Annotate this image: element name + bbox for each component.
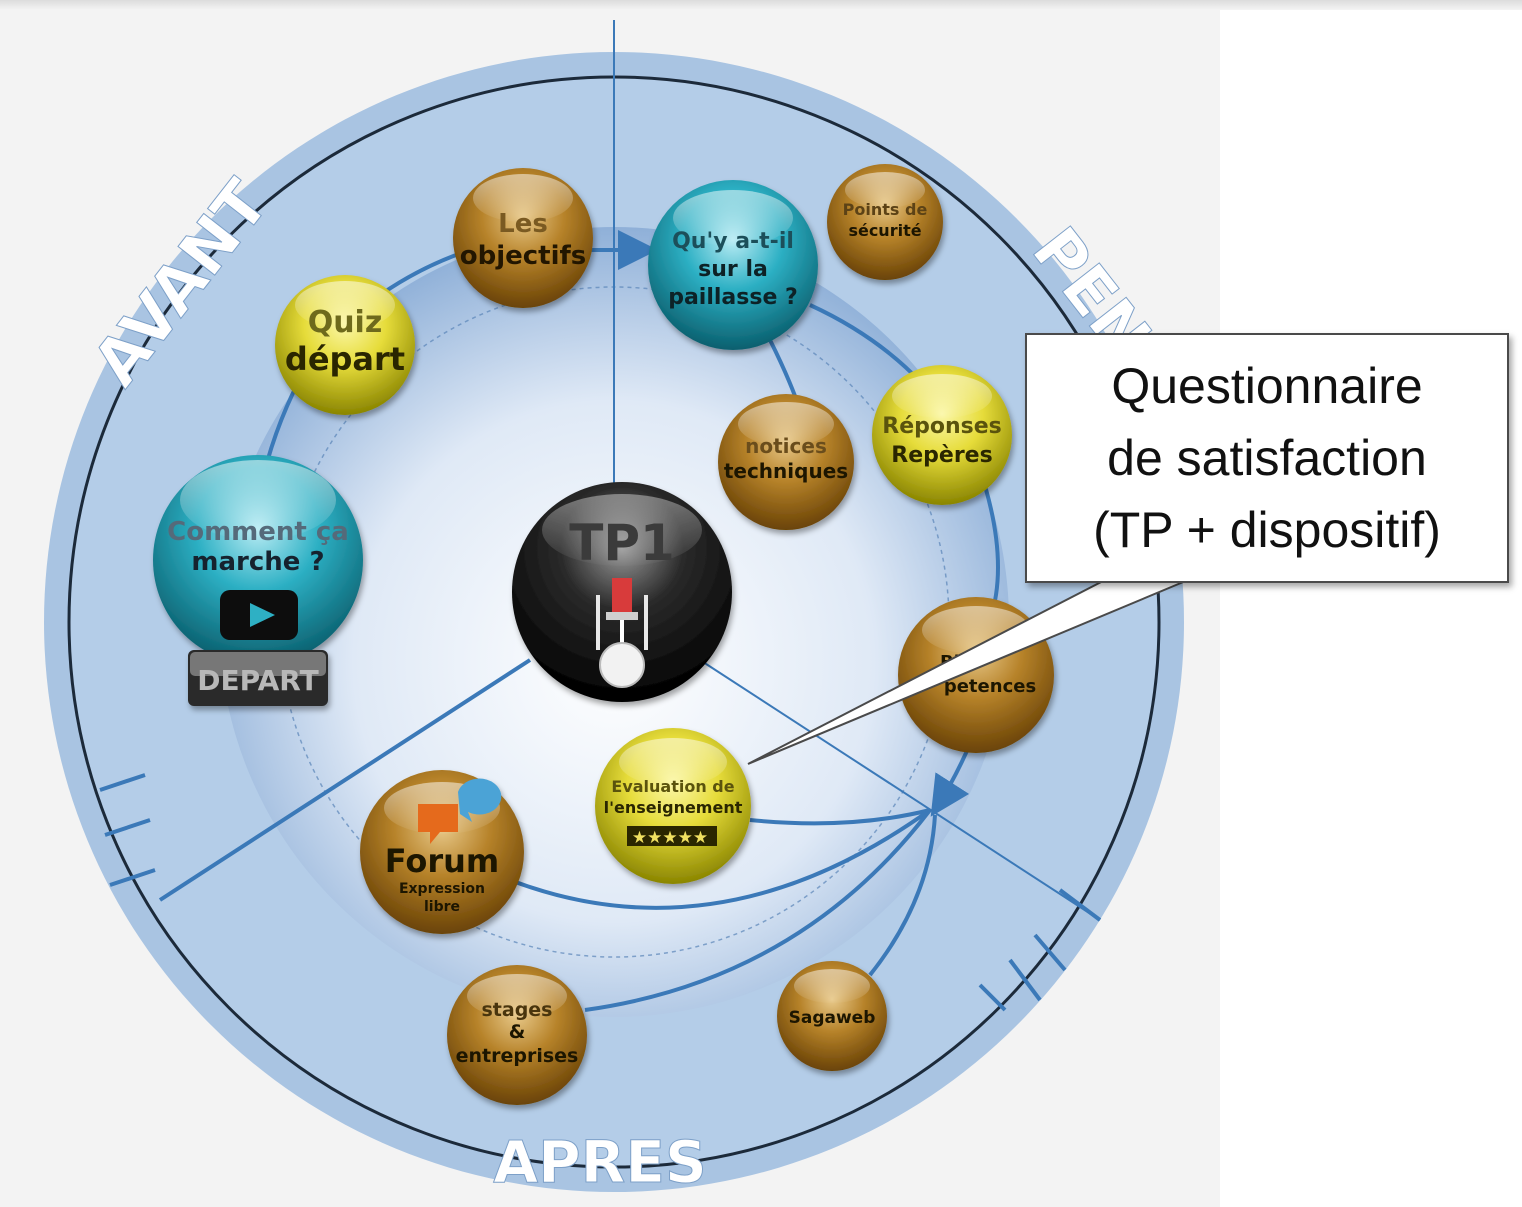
notices-line1: notices (745, 434, 827, 458)
objectifs-line2: objectifs (460, 241, 587, 271)
bilan-line2: petences (944, 676, 1036, 697)
comment-line1: Comment ça (167, 517, 349, 547)
rating-bar (627, 826, 717, 846)
divider-right (699, 659, 1101, 921)
securite-line1: Points de (843, 200, 928, 219)
forum-line2: Expression (399, 881, 485, 897)
quiz-line2: départ (285, 340, 405, 378)
notices-node[interactable]: notices techniques (718, 394, 854, 530)
reponses-line1: Réponses (882, 414, 1002, 439)
stages-line1: stages (481, 999, 552, 1021)
evaluation-line1: Evaluation de (611, 777, 734, 796)
reponses-node[interactable]: Réponses Repères (872, 365, 1012, 505)
stages-line2: & (509, 1021, 526, 1043)
forum-line3: libre (424, 899, 460, 915)
depart-label: DEPART (197, 664, 318, 697)
securite-node[interactable]: Points de sécurité (827, 164, 943, 280)
tp1-center-node[interactable]: TP1 (512, 482, 732, 702)
rating-stars: ★★★★★ (632, 828, 708, 848)
objectifs-node[interactable]: Les objectifs (453, 168, 593, 308)
callout-text: Questionnaire de satisfaction (TP + disp… (1093, 358, 1441, 558)
tick-marks (99, 773, 1102, 1012)
tp1-label: TP1 (569, 514, 675, 572)
evaluation-line2: l'enseignement (604, 798, 743, 817)
sagaweb-label: Sagaweb (789, 1008, 876, 1028)
comment-line2: marche ? (191, 547, 324, 577)
paillasse-line2: sur la (698, 257, 768, 282)
stages-node[interactable]: stages & entreprises (447, 965, 587, 1105)
phase-label-apres: APRES (493, 1128, 706, 1196)
callout-box: Questionnaire de satisfaction (TP + disp… (1025, 333, 1509, 583)
paillasse-node[interactable]: Qu'y a-t-il sur la paillasse ? (648, 180, 818, 350)
paillasse-line3: paillasse ? (668, 285, 798, 310)
paillasse-line1: Qu'y a-t-il (672, 229, 794, 254)
engine-piston-icon (596, 578, 648, 688)
comment-ca-marche-node[interactable]: Comment ça marche ? (153, 455, 363, 665)
stages-line3: entreprises (456, 1045, 579, 1067)
securite-line2: sécurité (848, 221, 921, 240)
evaluation-node[interactable]: Evaluation de l'enseignement ★★★★★ (595, 728, 751, 884)
notices-line2: techniques (724, 459, 848, 483)
depart-button[interactable]: DEPART (188, 650, 328, 706)
forum-node[interactable]: Forum Expression libre (360, 770, 524, 934)
objectifs-line1: Les (498, 209, 548, 239)
forum-line1: Forum (385, 842, 499, 880)
reponses-line2: Repères (891, 443, 992, 468)
quiz-line1: Quiz (308, 305, 383, 340)
divider-left (158, 658, 532, 902)
quiz-depart-node[interactable]: Quiz départ (275, 275, 415, 415)
chat-bubble-icon (418, 778, 502, 844)
sagaweb-node[interactable]: Sagaweb (777, 961, 887, 1071)
top-strip (0, 0, 1522, 10)
